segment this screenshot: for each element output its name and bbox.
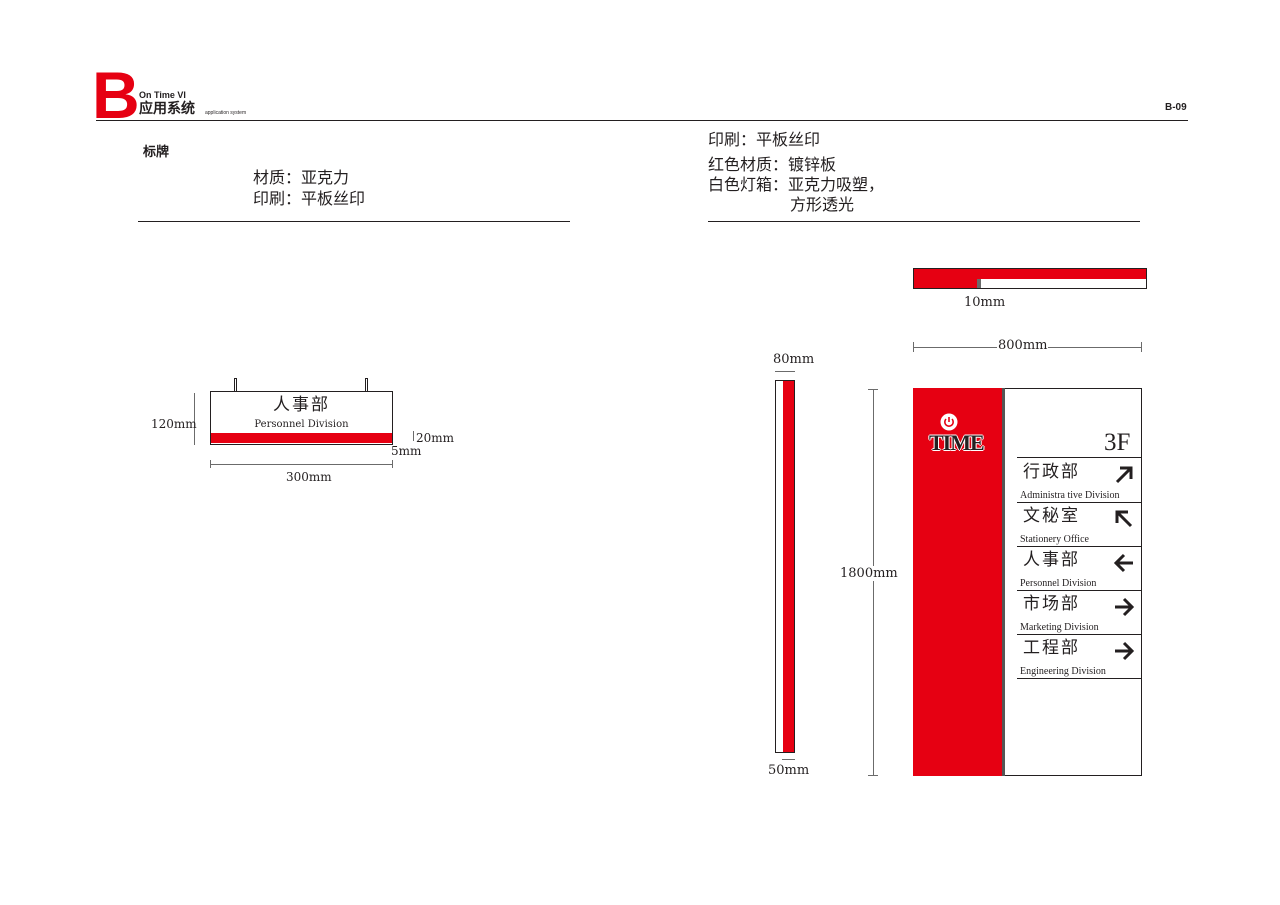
directory-name-en: Personnel Division [1020, 578, 1097, 589]
top-view-red-left [914, 269, 977, 288]
brand-name: On Time VI [139, 90, 186, 100]
directory-row: 市场部 Marketing Division [1017, 590, 1141, 635]
arrow-right-icon [1113, 640, 1135, 662]
hanging-sign-panel: 人事部 Personnel Division [210, 391, 393, 445]
section-title-en: application system [205, 110, 247, 116]
hanging-height-label: 120mm [151, 417, 197, 431]
directory-name-cn: 市场部 [1023, 594, 1080, 614]
directory-name-en: Stationery Office [1020, 534, 1089, 545]
totem-height-tick-bottom [868, 775, 878, 776]
directory-name-cn: 人事部 [1023, 550, 1080, 570]
top-view-red-top [914, 269, 1146, 279]
directory-name-cn: 文秘室 [1023, 506, 1080, 526]
arrow-up-left-icon [1113, 508, 1135, 530]
totem-height-tick-top [868, 389, 878, 390]
hanging-width-label: 300mm [286, 470, 332, 484]
right-spec-box-2: 方形透光 [790, 195, 855, 214]
totem-height-dim [873, 389, 874, 776]
directory-name-en: Engineering Division [1020, 666, 1106, 677]
hanging-sign-red-stripe [211, 433, 392, 443]
floor-number: 3F [1104, 429, 1131, 456]
side-width-dim [775, 371, 795, 372]
hanging-sign-name-en: Personnel Division [254, 419, 349, 430]
directory-row: 文秘室 Stationery Office [1017, 502, 1141, 547]
totem-width-tick-right [1141, 342, 1142, 352]
hanging-width-dim [210, 464, 393, 465]
section-title-cn: 应用系统 [139, 101, 195, 117]
section-letter: B [92, 58, 140, 132]
totem-height-label: 1800mm [840, 566, 898, 581]
totem-width-label: 800mm [997, 338, 1049, 353]
totem-white-box [1005, 388, 1142, 776]
page-code: B-09 [1165, 102, 1187, 113]
side-view-red [783, 381, 794, 752]
side-view [775, 380, 795, 753]
directory-name-cn: 行政部 [1023, 462, 1080, 482]
right-spec-print: 印刷：平板丝印 [708, 130, 821, 149]
side-width-label: 80mm [773, 352, 815, 367]
floor-rule [1017, 457, 1141, 458]
directory-name-en: Administra tive Division [1020, 490, 1120, 501]
top-view-label: 10mm [964, 295, 1006, 310]
arrow-right-icon [1113, 596, 1135, 618]
arrow-left-icon [1113, 552, 1135, 574]
right-spec-box-1: 白色灯箱：亚克力吸塑， [708, 175, 885, 194]
directory-row: 行政部 Administra tive Division [1017, 458, 1141, 503]
hanging-width-tick-left [210, 460, 211, 468]
left-spec-rule [138, 221, 570, 222]
hanging-sign-name-cn: 人事部 [273, 395, 330, 415]
totem-width-tick-left [913, 342, 914, 352]
hanging-gap-label: 5mm [391, 444, 422, 458]
totem-red-panel [913, 388, 1002, 776]
top-view-gap [977, 279, 981, 288]
hanging-height-dim [194, 393, 195, 445]
left-title: 标牌 [143, 145, 170, 160]
side-base-dim [782, 759, 795, 760]
top-view [913, 268, 1147, 289]
hanging-rod-right [365, 378, 368, 392]
side-base-label: 50mm [768, 763, 810, 778]
hanging-width-tick-right [392, 460, 393, 468]
hanging-rod-left [234, 378, 237, 392]
power-icon [940, 413, 958, 431]
directory-row: 人事部 Personnel Division [1017, 546, 1141, 591]
right-spec-red: 红色材质：镀锌板 [708, 155, 837, 174]
totem-divider [1002, 388, 1005, 776]
directory-row: 工程部 Engineering Division [1017, 634, 1141, 679]
arrow-up-right-icon [1113, 464, 1135, 486]
logo-text: TIME [929, 430, 985, 455]
right-spec-rule [708, 221, 1140, 222]
left-spec-print: 印刷：平板丝印 [253, 189, 366, 208]
directory-name-en: Marketing Division [1020, 622, 1099, 633]
header-rule [96, 120, 1188, 121]
directory-name-cn: 工程部 [1023, 638, 1080, 658]
hanging-stripe-dim [413, 431, 414, 441]
left-spec-material: 材质：亚克力 [253, 168, 350, 187]
hanging-stripe-label: 20mm [416, 431, 455, 445]
